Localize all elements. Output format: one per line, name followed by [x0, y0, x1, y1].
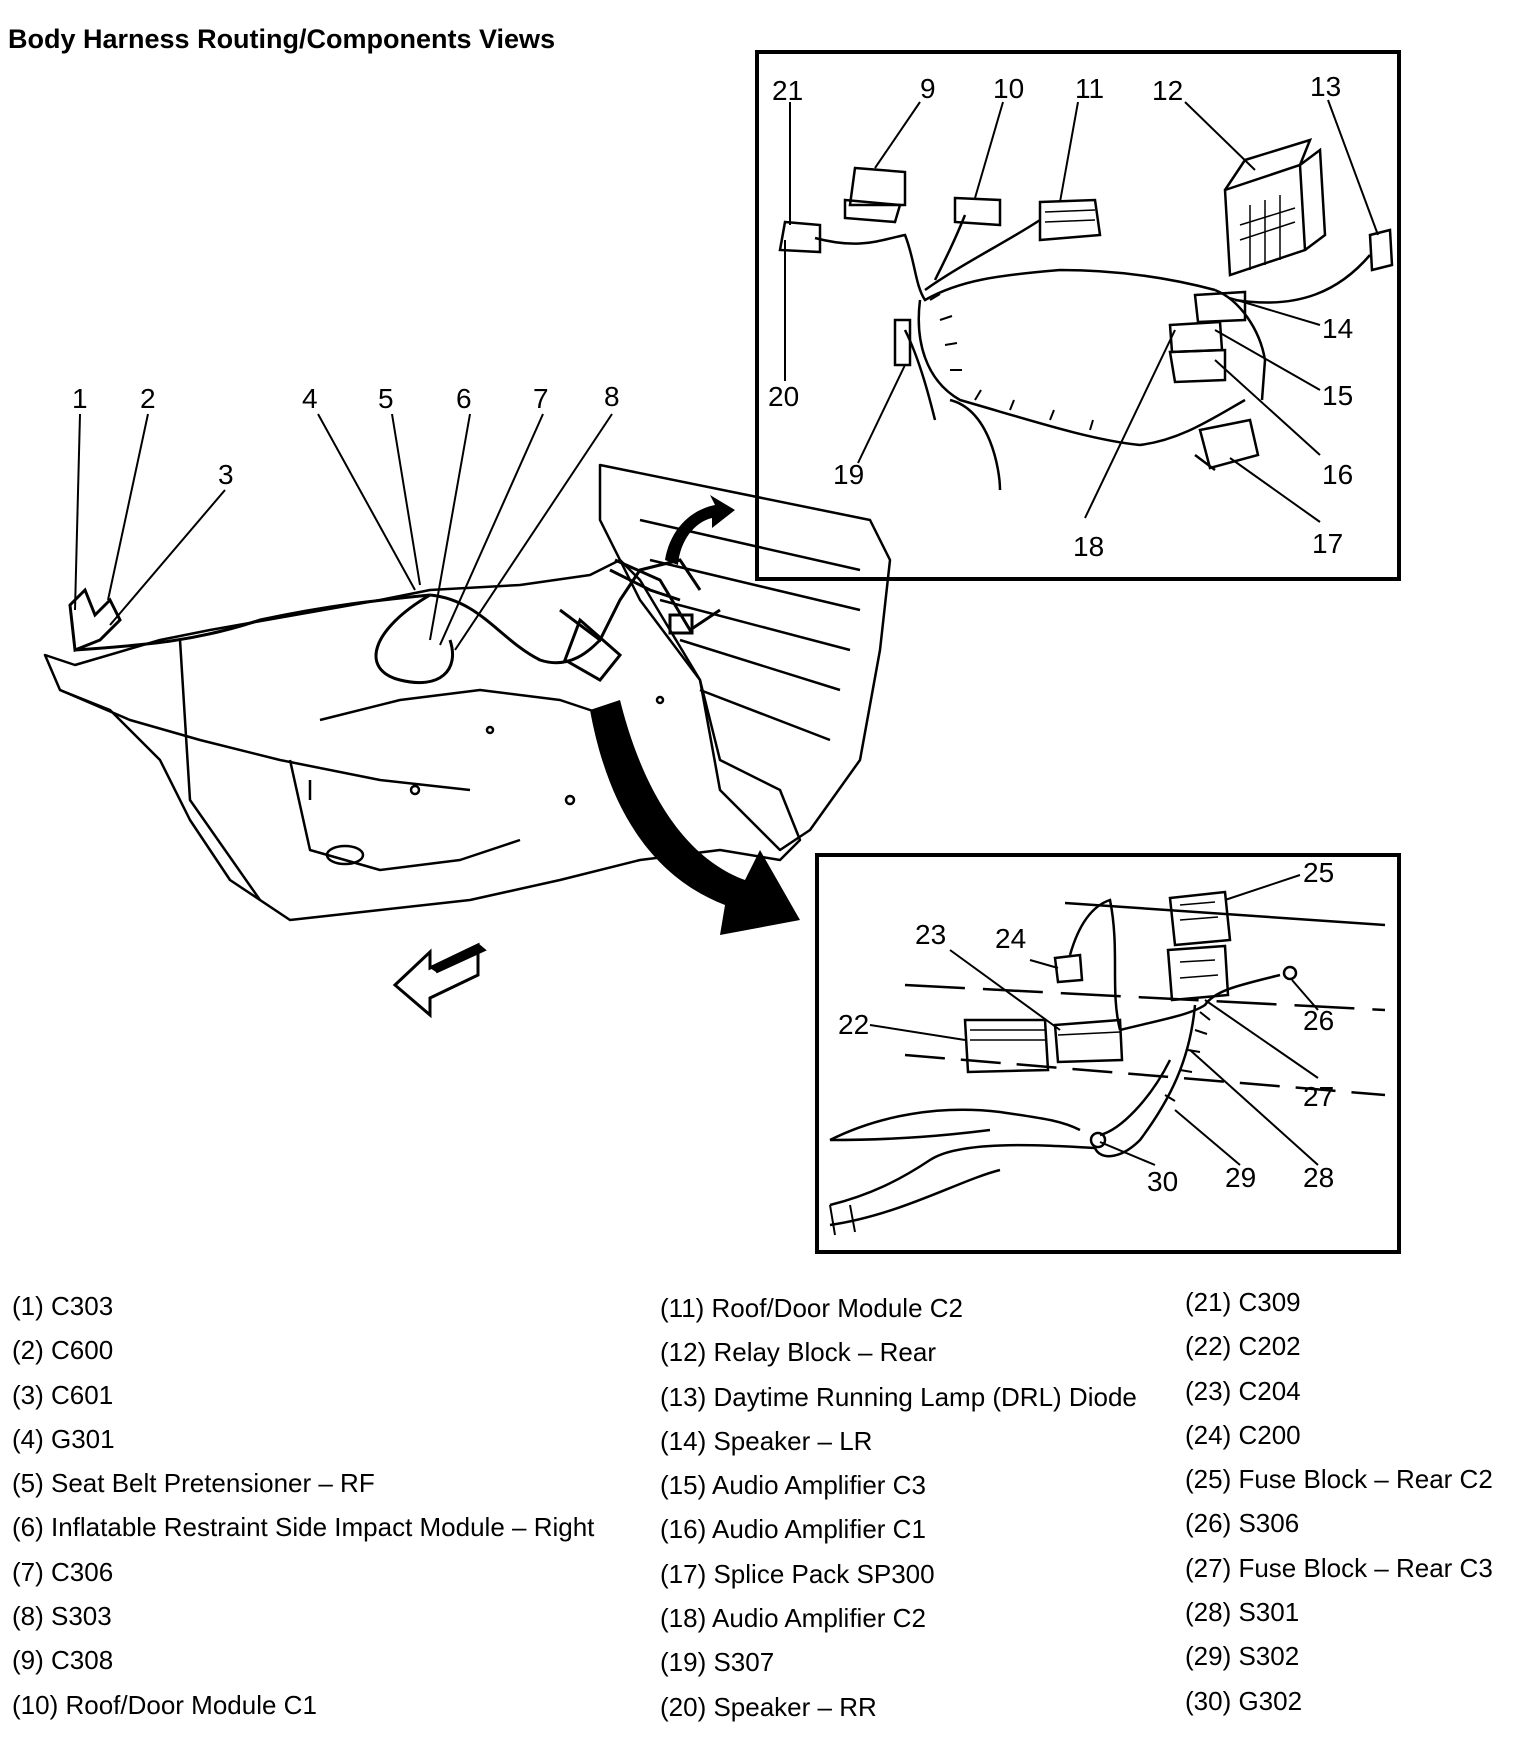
legend-item: (6) Inflatable Restraint Side Impact Mod…	[12, 1512, 595, 1543]
legend-column-1: (1) C303 (2) C600 (3) C601 (4) G301 (5) …	[12, 1284, 594, 1727]
callout-18: 18	[1073, 531, 1104, 562]
callout-15: 15	[1322, 380, 1353, 411]
callout-25: 25	[1303, 857, 1334, 888]
legend-item: (5) Seat Belt Pretensioner – RF	[12, 1468, 375, 1499]
legend-item: (11) Roof/Door Module C2	[660, 1293, 963, 1323]
upper-detail-frame	[755, 50, 1401, 581]
legend-item: (16) Audio Amplifier C1	[660, 1514, 926, 1545]
callout-19: 19	[833, 459, 864, 490]
legend-item: (4) G301	[12, 1423, 115, 1454]
callout-6: 6	[456, 383, 472, 414]
legend-item: (21) C309	[1185, 1287, 1301, 1317]
callout-17: 17	[1312, 528, 1343, 559]
leader-lines	[74, 99, 1379, 1166]
legend-item: (15) Audio Amplifier C3	[660, 1470, 926, 1501]
legend-item: (17) Splice Pack SP300	[660, 1558, 935, 1589]
callout-4: 4	[302, 383, 318, 414]
callout-numbers: 1 2 3 4 5 6 7 8 9 10 11 12 13 14 15 16 1…	[72, 71, 1353, 1197]
harness-diagram: 1 2 3 4 5 6 7 8 9 10 11 12 13 14 15 16 1…	[43, 50, 1401, 1254]
floor-harness-wiring	[68, 558, 721, 685]
legend-item: (27) Fuse Block – Rear C3	[1185, 1552, 1493, 1583]
callout-16: 16	[1322, 459, 1353, 490]
callout-7: 7	[533, 383, 549, 414]
legend-item: (8) S303	[12, 1601, 112, 1632]
callout-11: 11	[1075, 73, 1104, 104]
callout-9: 9	[920, 73, 936, 104]
callout-8: 8	[604, 381, 620, 412]
legend-item: (25) Fuse Block – Rear C2	[1185, 1464, 1493, 1495]
callout-29: 29	[1225, 1162, 1256, 1193]
callout-10: 10	[993, 73, 1024, 104]
legend-item: (26) S306	[1185, 1508, 1300, 1539]
legend-item: (23) C204	[1185, 1375, 1301, 1406]
callout-5: 5	[378, 383, 394, 414]
callout-26: 26	[1303, 1005, 1334, 1036]
legend-item: (29) S302	[1185, 1641, 1300, 1672]
legend-item: (13) Daytime Running Lamp (DRL) Diode	[660, 1381, 1137, 1412]
upper-detail-drawing	[778, 138, 1394, 491]
legend-item: (30) G302	[1185, 1685, 1303, 1716]
legend-item: (14) Speaker – LR	[660, 1425, 873, 1456]
callout-12: 12	[1152, 75, 1183, 106]
callout-21: 21	[772, 75, 803, 106]
legend-item: (19) S307	[660, 1647, 775, 1678]
legend-item: (1) C303	[12, 1291, 114, 1321]
callout-30: 30	[1147, 1166, 1178, 1197]
legend-item: (18) Audio Amplifier C2	[660, 1603, 926, 1634]
legend-item: (12) Relay Block – Rear	[660, 1337, 936, 1368]
legend-item: (3) C601	[12, 1379, 114, 1410]
front-direction-arrow-icon	[392, 942, 487, 1019]
legend-item: (9) C308	[12, 1645, 114, 1676]
callout-24: 24	[995, 923, 1026, 954]
callout-13: 13	[1310, 71, 1341, 102]
callout-28: 28	[1303, 1162, 1334, 1193]
lower-view-arrow	[590, 700, 800, 935]
legend-item: (22) C202	[1185, 1331, 1301, 1362]
diagram-title: Body Harness Routing/Components Views	[8, 24, 556, 54]
callout-2: 2	[140, 383, 156, 414]
legend-item: (2) C600	[12, 1335, 114, 1366]
upper-view-arrow	[665, 495, 735, 565]
callout-14: 14	[1322, 313, 1353, 344]
legend-item: (24) C200	[1185, 1419, 1301, 1450]
legend-item: (7) C306	[12, 1556, 114, 1587]
callout-3: 3	[218, 459, 234, 490]
callout-22: 22	[838, 1009, 869, 1040]
legend-item: (20) Speaker – RR	[660, 1691, 877, 1722]
callout-1: 1	[72, 383, 88, 414]
lower-detail-drawing	[829, 890, 1386, 1236]
legend-column-3: (21) C309 (22) C202 (23) C204 (24) C200 …	[1185, 1280, 1493, 1723]
callout-23: 23	[915, 919, 946, 950]
callout-20: 20	[768, 381, 799, 412]
legend-item: (28) S301	[1185, 1597, 1300, 1628]
callout-27: 27	[1303, 1081, 1334, 1112]
lower-detail-frame	[815, 853, 1401, 1254]
legend-item: (10) Roof/Door Module C1	[12, 1689, 317, 1720]
legend-column-2: (11) Roof/Door Module C2 (12) Relay Bloc…	[660, 1286, 1137, 1729]
vehicle-floor-drawing	[43, 463, 892, 922]
